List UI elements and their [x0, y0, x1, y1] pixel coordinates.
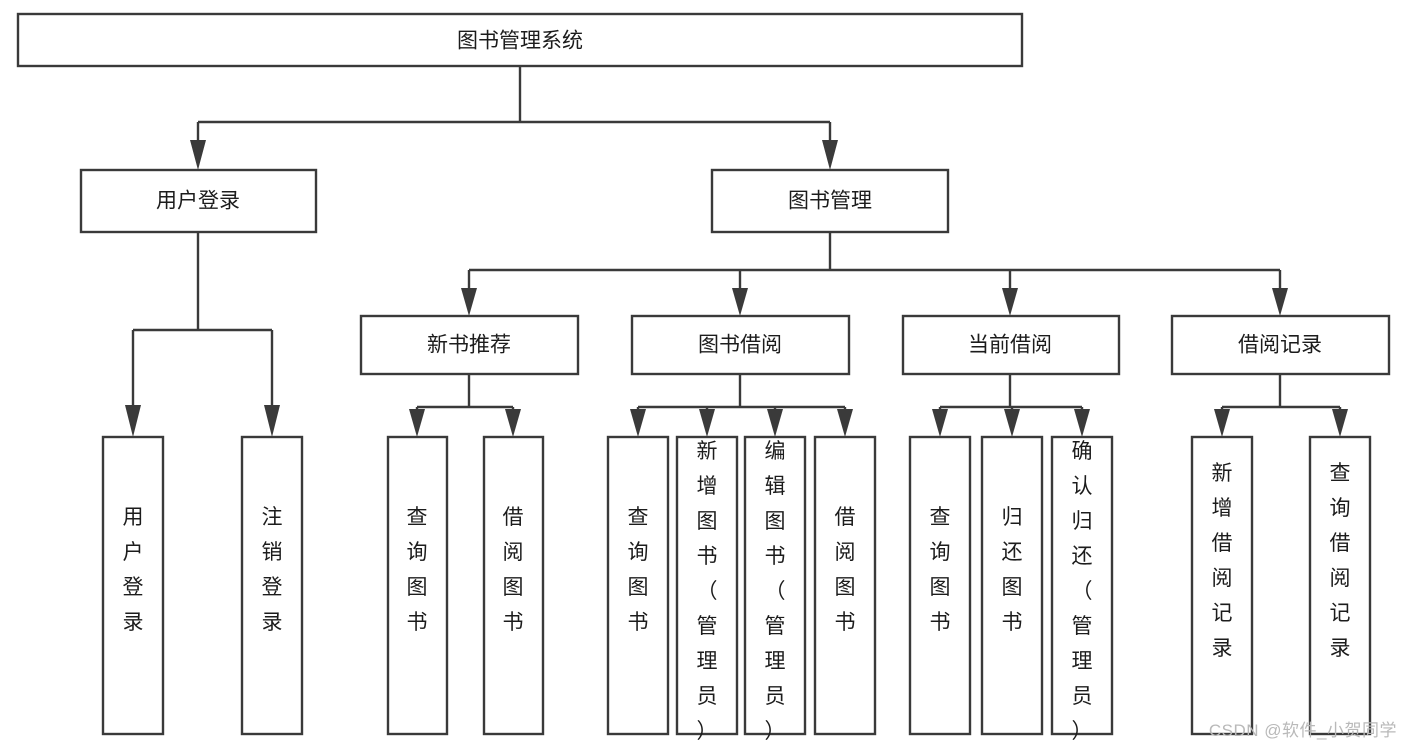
node-leaf-query-book-1[interactable]: 查询图书: [386, 435, 449, 736]
node-current-borrow[interactable]: 当前借阅: [901, 314, 1121, 376]
node-leaf-add-record-box[interactable]: [1190, 435, 1254, 736]
arrow-to-book-borrow: [732, 288, 748, 316]
node-leaf-confirm-return-label: 确认归还（管理员）: [1072, 440, 1093, 743]
arrow-bb-c3: [767, 409, 783, 437]
node-leaf-confirm-return[interactable]: 确认归还（管理员）: [1050, 435, 1114, 743]
arrow-cb-c2: [1004, 409, 1020, 437]
node-leaf-borrow-book-1[interactable]: 借阅图书: [482, 435, 545, 736]
arrow-bb-c2: [699, 409, 715, 437]
node-user-login-label: 用户登录: [156, 190, 240, 213]
node-leaf-query-book-3[interactable]: 查询图书: [908, 435, 972, 736]
node-leaf-query-book-2[interactable]: 查询图书: [606, 435, 670, 736]
node-leaf-query-record-box[interactable]: [1308, 435, 1372, 736]
node-leaf-add-book-box[interactable]: [675, 435, 739, 736]
node-leaf-query-book-2-box[interactable]: [606, 435, 670, 736]
arrow-bb-c4: [837, 409, 853, 437]
node-leaf-confirm-return-box[interactable]: [1050, 435, 1114, 736]
node-user-login-box[interactable]: [79, 168, 318, 234]
node-new-book-recommend-box[interactable]: [359, 314, 580, 376]
arrow-to-user-login: [190, 140, 206, 170]
node-leaf-query-book-2-label: 查询图书: [628, 506, 649, 634]
node-leaf-logout-login-box[interactable]: [240, 435, 304, 736]
arrow-cb-c3: [1074, 409, 1090, 437]
csdn-watermark: CSDN @软件_小贺同学: [1208, 721, 1397, 740]
arrow-br-c1: [1214, 409, 1230, 437]
node-borrow-record-label: 借阅记录: [1238, 334, 1322, 357]
node-leaf-user-login[interactable]: 用户登录: [101, 435, 165, 736]
node-leaf-add-record[interactable]: 新增借阅记录: [1190, 435, 1254, 736]
node-leaf-return-book-label: 归还图书: [1002, 506, 1023, 634]
node-root[interactable]: 图书管理系统: [16, 12, 1024, 68]
node-leaf-user-login-label: 用户登录: [123, 506, 144, 634]
node-leaf-query-record[interactable]: 查询借阅记录: [1308, 435, 1372, 736]
node-user-login[interactable]: 用户登录: [79, 168, 318, 234]
node-leaf-borrow-book-2[interactable]: 借阅图书: [813, 435, 877, 736]
node-leaf-return-book-box[interactable]: [980, 435, 1044, 736]
node-leaf-edit-book-box[interactable]: [743, 435, 807, 736]
node-leaf-user-login-box[interactable]: [101, 435, 165, 736]
node-leaf-borrow-book-1-box[interactable]: [482, 435, 545, 736]
node-leaf-query-book-1-label: 查询图书: [407, 506, 428, 634]
node-leaf-edit-book-label: 编辑图书（管理员）: [765, 440, 786, 743]
node-root-box[interactable]: [16, 12, 1024, 68]
arrow-ul-child2: [264, 405, 280, 437]
node-borrow-record[interactable]: 借阅记录: [1170, 314, 1391, 376]
node-borrow-record-box[interactable]: [1170, 314, 1391, 376]
node-leaf-logout-login[interactable]: 注销登录: [240, 435, 304, 736]
arrow-bb-c1: [630, 409, 646, 437]
node-book-borrow-box[interactable]: [630, 314, 851, 376]
arrow-to-book-management: [822, 140, 838, 170]
node-leaf-query-record-label: 查询借阅记录: [1330, 462, 1351, 660]
node-leaf-borrow-book-2-label: 借阅图书: [835, 506, 856, 634]
arrow-nbr-c1: [409, 409, 425, 437]
node-leaf-borrow-book-1-label: 借阅图书: [503, 506, 524, 634]
node-leaf-query-book-3-box[interactable]: [908, 435, 972, 736]
node-leaf-add-book-label: 新增图书（管理员）: [697, 440, 718, 743]
arrow-to-current-borrow: [1002, 288, 1018, 316]
arrow-nbr-c2: [505, 409, 521, 437]
node-leaf-add-record-label: 新增借阅记录: [1212, 462, 1233, 660]
arrow-br-c2: [1332, 409, 1348, 437]
arrow-to-new-book: [461, 288, 477, 316]
arrow-cb-c1: [932, 409, 948, 437]
node-leaf-query-book-1-box[interactable]: [386, 435, 449, 736]
node-leaf-logout-login-label: 注销登录: [262, 506, 283, 634]
node-leaf-edit-book[interactable]: 编辑图书（管理员）: [743, 435, 807, 743]
node-current-borrow-label: 当前借阅: [968, 334, 1052, 357]
node-root-label: 图书管理系统: [457, 30, 583, 53]
node-book-management-box[interactable]: [710, 168, 950, 234]
arrow-to-borrow-record: [1272, 288, 1288, 316]
connector-layer: [125, 66, 1348, 437]
node-current-borrow-box[interactable]: [901, 314, 1121, 376]
node-book-management-label: 图书管理: [788, 190, 872, 213]
node-new-book-recommend-label: 新书推荐: [427, 334, 511, 357]
node-leaf-query-book-3-label: 查询图书: [930, 506, 951, 634]
node-book-borrow[interactable]: 图书借阅: [630, 314, 851, 376]
node-leaf-borrow-book-2-box[interactable]: [813, 435, 877, 736]
node-leaf-return-book[interactable]: 归还图书: [980, 435, 1044, 736]
arrow-ul-child1: [125, 405, 141, 437]
node-book-management[interactable]: 图书管理: [710, 168, 950, 234]
node-book-borrow-label: 图书借阅: [698, 334, 782, 357]
node-new-book-recommend[interactable]: 新书推荐: [359, 314, 580, 376]
node-leaf-add-book[interactable]: 新增图书（管理员）: [675, 435, 739, 743]
